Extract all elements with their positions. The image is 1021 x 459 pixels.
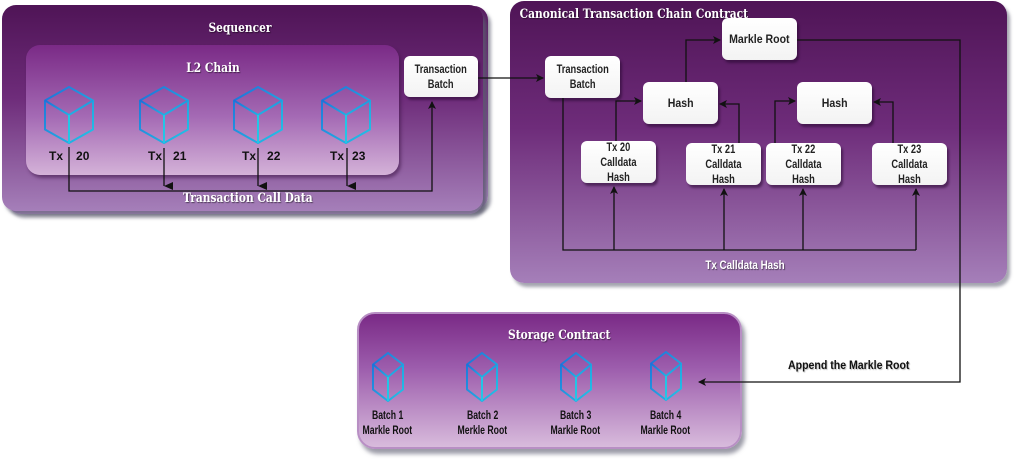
storage-contract-panel (357, 312, 742, 449)
hash-node-2[interactable]: Hash (797, 82, 872, 124)
l2-chain-title: L2 Chain (186, 61, 240, 76)
storage-batch-cube-2 (466, 352, 498, 407)
tx-calldata-hash-label: Tx Calldata Hash (705, 258, 785, 272)
cube-icon (466, 352, 498, 402)
cube-icon (139, 86, 189, 144)
l2-block-cube-2 (233, 86, 283, 149)
hash-node-1[interactable]: Hash (643, 82, 718, 124)
cube-icon (560, 352, 592, 402)
l2-block-cube-1 (139, 86, 189, 149)
cube-icon (650, 351, 682, 401)
cube-icon (321, 86, 371, 144)
ctc-title: Canonical Transaction Chain Contract (519, 7, 749, 22)
append-merkle-root-label: Append the Markle Root (788, 358, 910, 372)
sequencer-title: Sequencer (208, 21, 272, 36)
cube-icon (233, 86, 283, 144)
cube-icon (372, 352, 404, 402)
storage-batch-cube-1 (372, 352, 404, 407)
l2-block-cube-0 (44, 86, 94, 149)
storage-contract-title: Storage Contract (508, 328, 611, 343)
storage-batch-cube-3 (560, 352, 592, 407)
l2-block-cube-3 (321, 86, 371, 149)
cube-icon (44, 86, 94, 144)
storage-batch-cube-4 (650, 351, 682, 406)
transaction-call-data-label: Transaction Call Data (183, 191, 313, 206)
merkle-root-node[interactable]: Markle Root (722, 18, 797, 60)
